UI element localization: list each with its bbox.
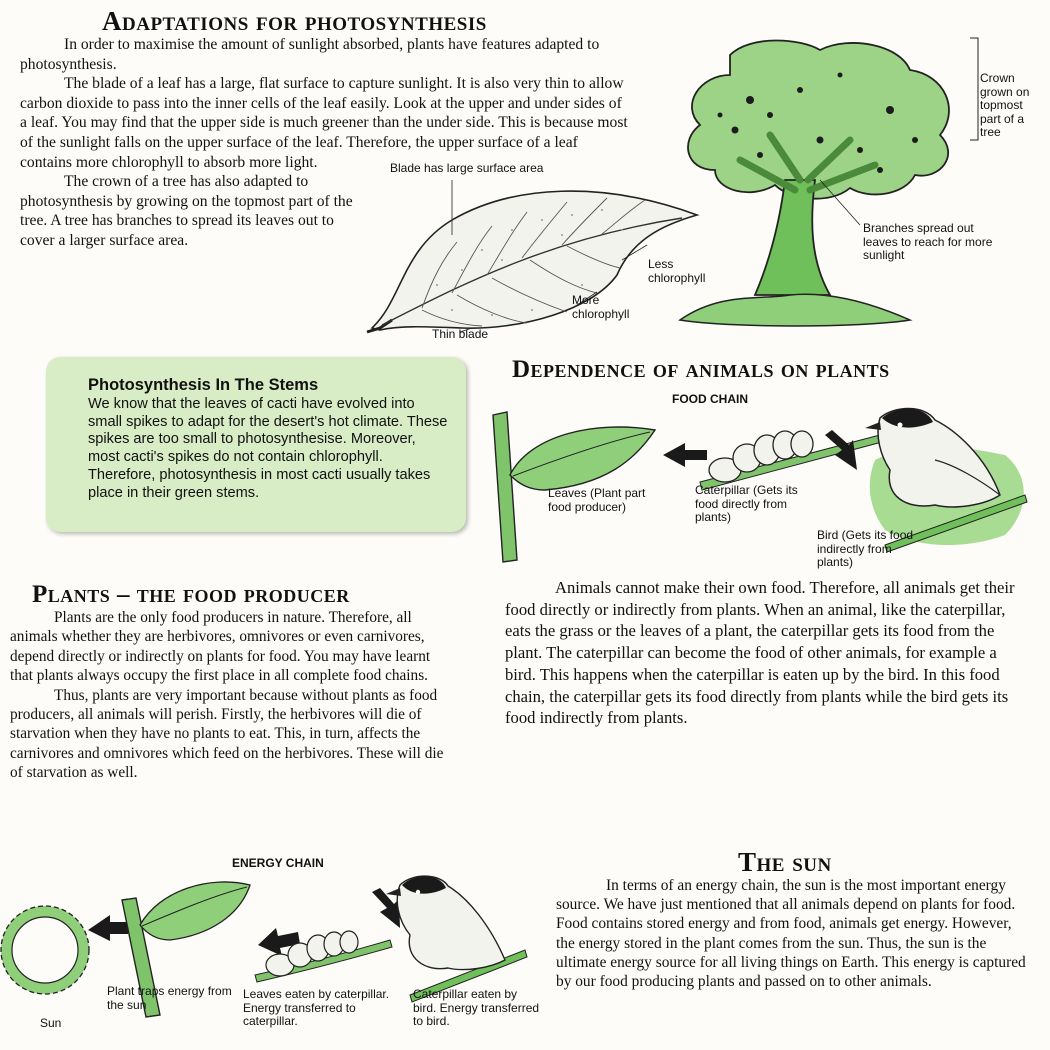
stems-info-box: Photosynthesis In The Stems We know that… [46, 357, 466, 532]
stems-box-text: We know that the leaves of cacti have ev… [88, 395, 448, 501]
food-chain-leaves-label: Leaves (Plant part food producer) [548, 486, 646, 514]
leaf-label-blade: Blade has large surface area [390, 161, 544, 175]
plants-para-2: Thus, plants are very important because … [10, 686, 444, 782]
energy-chain-sun-label: Sun [40, 1016, 62, 1030]
leaf-label-less: Less chlorophyll [648, 257, 706, 285]
plants-text: Plants are the only food producers in na… [10, 608, 448, 783]
energy-chain-illustration [0, 875, 528, 1018]
sun-text: In terms of an energy chain, the sun is … [556, 877, 1026, 991]
adaptations-para-1: In order to maximise the amount of sunli… [20, 36, 600, 73]
food-chain-bird-label: Bird (Gets its food indirectly from plan… [817, 528, 914, 569]
adaptations-para-3: The crown of a tree has also adapted to … [20, 173, 353, 249]
adaptations-intro: In order to maximise the amount of sunli… [20, 35, 632, 353]
adaptations-heading: Adaptations for photosynthesis [102, 6, 487, 36]
food-chain-illustration [492, 407, 1028, 563]
tree-label-branches: Branches spread out leaves to reach for … [863, 221, 993, 262]
food-chain-title: FOOD CHAIN [672, 392, 748, 406]
adaptations-para-2: The blade of a leaf has a large, flat su… [20, 75, 628, 171]
energy-chain-bird-label: Caterpillar eaten by bird. Energy transf… [413, 987, 540, 1028]
dependence-heading: Dependence of animals on plants [512, 356, 890, 383]
plants-heading: Plants – the food producer [32, 581, 350, 608]
leaf-label-thin: Thin blade [432, 327, 489, 341]
tree-label-crown: Crown grown on topmost part of a tree [980, 71, 1030, 139]
leaf-label-more: More chlorophyll [572, 293, 630, 321]
tree-illustration [678, 37, 979, 327]
dependence-text: Animals cannot make their own food. Ther… [505, 578, 1015, 728]
leaf-illustration [366, 180, 700, 334]
energy-chain-plant-label: Plant traps energy from the sun [107, 984, 232, 1012]
energy-chain-title: ENERGY CHAIN [232, 856, 324, 870]
food-chain-caterpillar-label: Caterpillar (Gets its food directly from… [695, 483, 798, 524]
sun-heading: The sun [738, 847, 832, 877]
energy-chain-caterpillar-label: Leaves eaten by caterpillar. Energy tran… [243, 987, 390, 1028]
plants-para-1: Plants are the only food producers in na… [10, 609, 431, 685]
stems-box-title: Photosynthesis In The Stems [88, 376, 319, 394]
